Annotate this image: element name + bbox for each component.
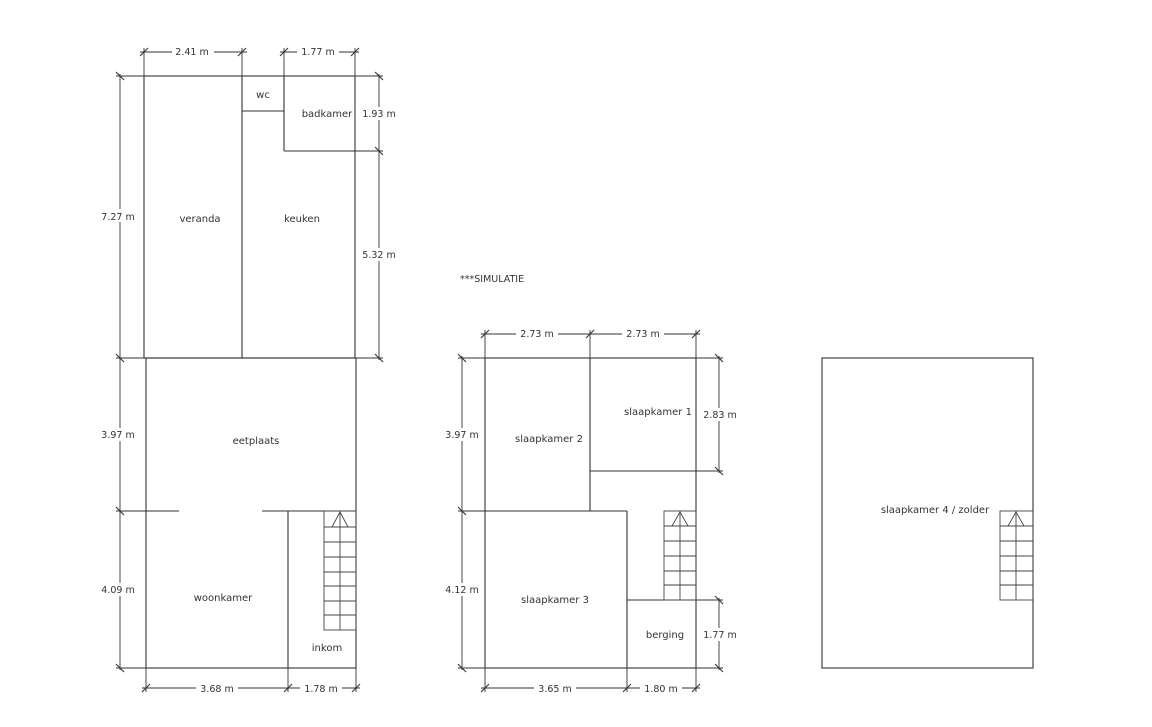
- ground-floor-stairs: [323, 510, 357, 631]
- attic-floor-plan: slaapkamer 4 / zolder: [821, 357, 1034, 669]
- dim-ground-top-right: 1.77 m: [301, 47, 334, 58]
- room-label-veranda: veranda: [179, 214, 220, 225]
- room-label-zolder: slaapkamer 4 / zolder: [881, 505, 990, 516]
- simulation-note: ***SIMULATIE: [460, 274, 524, 285]
- room-label-eetplaats: eetplaats: [233, 436, 280, 447]
- ground-dim-bottom: 3.68 m 1.78 m: [141, 668, 361, 695]
- first-dim-bottom: 3.65 m 1.80 m: [480, 668, 701, 695]
- dim-ground-left-middle: 3.97 m: [101, 430, 134, 441]
- first-dim-top: 2.73 m 2.73 m: [480, 327, 701, 358]
- ground-dim-right: 1.93 m 5.32 m: [355, 71, 400, 363]
- first-floor-stairs: [663, 510, 697, 601]
- room-label-berging: berging: [646, 630, 684, 641]
- room-label-keuken: keuken: [284, 214, 320, 225]
- dim-first-bottom-left: 3.65 m: [538, 684, 571, 695]
- ground-floor-front-wall: [145, 357, 357, 669]
- room-label-woonkamer: woonkamer: [194, 593, 253, 604]
- dim-ground-left-lower: 4.09 m: [101, 585, 134, 596]
- ground-dim-left: 7.27 m 3.97 m 4.09 m: [100, 71, 146, 673]
- dim-first-top-left: 2.73 m: [520, 329, 553, 340]
- dim-first-left-upper: 3.97 m: [445, 430, 478, 441]
- room-label-slaapkamer1: slaapkamer 1: [624, 407, 692, 418]
- ground-dim-top: 2.41 m 1.77 m: [139, 45, 360, 76]
- dim-first-right-berging: 1.77 m: [703, 630, 736, 641]
- room-label-slaapkamer2: slaapkamer 2: [515, 434, 583, 445]
- room-label-inkom: inkom: [312, 643, 342, 654]
- dim-ground-left-upper: 7.27 m: [101, 212, 134, 223]
- dim-ground-right-badkamer: 1.93 m: [362, 109, 395, 120]
- attic-stairs: [999, 510, 1034, 601]
- room-label-badkamer: badkamer: [302, 109, 353, 120]
- dim-ground-bottom-right: 1.78 m: [304, 684, 337, 695]
- room-label-wc: wc: [256, 90, 270, 101]
- dim-first-bottom-right: 1.80 m: [644, 684, 677, 695]
- first-floor-plan: slaapkamer 1 slaapkamer 2 slaapkamer 3 b…: [443, 327, 740, 695]
- first-dim-right: 2.83 m 1.77 m: [696, 353, 740, 673]
- dim-first-top-right: 2.73 m: [626, 329, 659, 340]
- dim-ground-bottom-left: 3.68 m: [200, 684, 233, 695]
- room-label-slaapkamer3: slaapkamer 3: [521, 595, 589, 606]
- dim-ground-top-left: 2.41 m: [175, 47, 208, 58]
- ground-floor-plan: wc badkamer veranda keuken eetplaats woo…: [100, 45, 400, 695]
- dim-first-right-slaapkamer1: 2.83 m: [703, 410, 736, 421]
- dim-ground-right-keuken: 5.32 m: [362, 250, 395, 261]
- dim-first-left-lower: 4.12 m: [445, 585, 478, 596]
- first-dim-left: 3.97 m 4.12 m: [443, 353, 485, 673]
